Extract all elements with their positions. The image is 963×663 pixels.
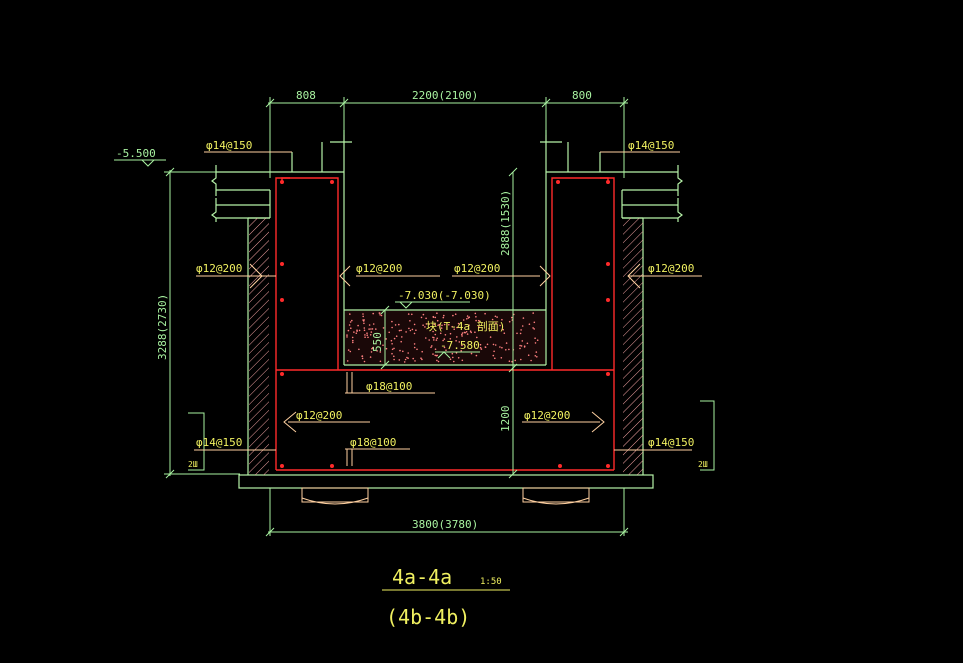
dim-inner-height-bottom: 1200 xyxy=(499,406,512,433)
dim-top-mid: 2200(2100) xyxy=(412,89,478,102)
rebar-label-slab-top: φ18@100 xyxy=(366,380,412,393)
left-wall-hatch xyxy=(249,218,269,475)
rebar-label-wall-right-inner: φ12@200 xyxy=(454,262,500,275)
leader-lines xyxy=(194,151,702,466)
dim-top-left: 808 xyxy=(296,89,316,102)
rebar-lines xyxy=(275,177,615,471)
rebar-label-bottom-left: φ14@150 xyxy=(196,436,242,449)
rebar-label-slab-mid-right: φ12@200 xyxy=(524,409,570,422)
level-top: -5.500 xyxy=(116,147,156,160)
dim-fill-depth: 550 xyxy=(371,332,384,352)
rebar-label-bottom-right: φ14@150 xyxy=(648,436,694,449)
rebar-label-top-left: φ14@150 xyxy=(206,139,252,152)
rebar-label-wall-right-outer: φ12@200 xyxy=(648,262,694,275)
small-mark-left: 2Ш xyxy=(188,460,198,469)
small-mark-right: 2Ш xyxy=(698,460,708,469)
fill-dots xyxy=(346,312,539,363)
base-slab xyxy=(238,474,654,489)
level-fill-top: -7.030(-7.030) xyxy=(398,289,491,302)
right-wall-hatch xyxy=(623,218,643,475)
dimension-lines xyxy=(114,97,715,537)
rebar-label-wall-left-inner: φ12@200 xyxy=(356,262,402,275)
level-fill-bottom: -7.580 xyxy=(440,339,480,352)
title-main: 4a-4a xyxy=(392,565,452,589)
rebar-label-slab-bottom: φ18@100 xyxy=(350,436,396,449)
dim-bottom-width: 3800(3780) xyxy=(412,518,478,531)
dim-left-height: 3288(2730) xyxy=(156,294,169,360)
dim-inner-height-top: 2888(1530) xyxy=(499,190,512,256)
dim-top-right: 800 xyxy=(572,89,592,102)
title-scale: 1:50 xyxy=(480,577,502,587)
piles xyxy=(301,487,590,505)
rebar-dots xyxy=(280,180,610,468)
rebar-label-slab-mid-left: φ12@200 xyxy=(296,409,342,422)
rebar-label-wall-left-outer: φ12@200 xyxy=(196,262,242,275)
rebar-label-top-right: φ14@150 xyxy=(628,139,674,152)
fill-note: 块(T-4a 剖面) xyxy=(426,319,505,333)
title-sub: (4b-4b) xyxy=(386,605,470,629)
